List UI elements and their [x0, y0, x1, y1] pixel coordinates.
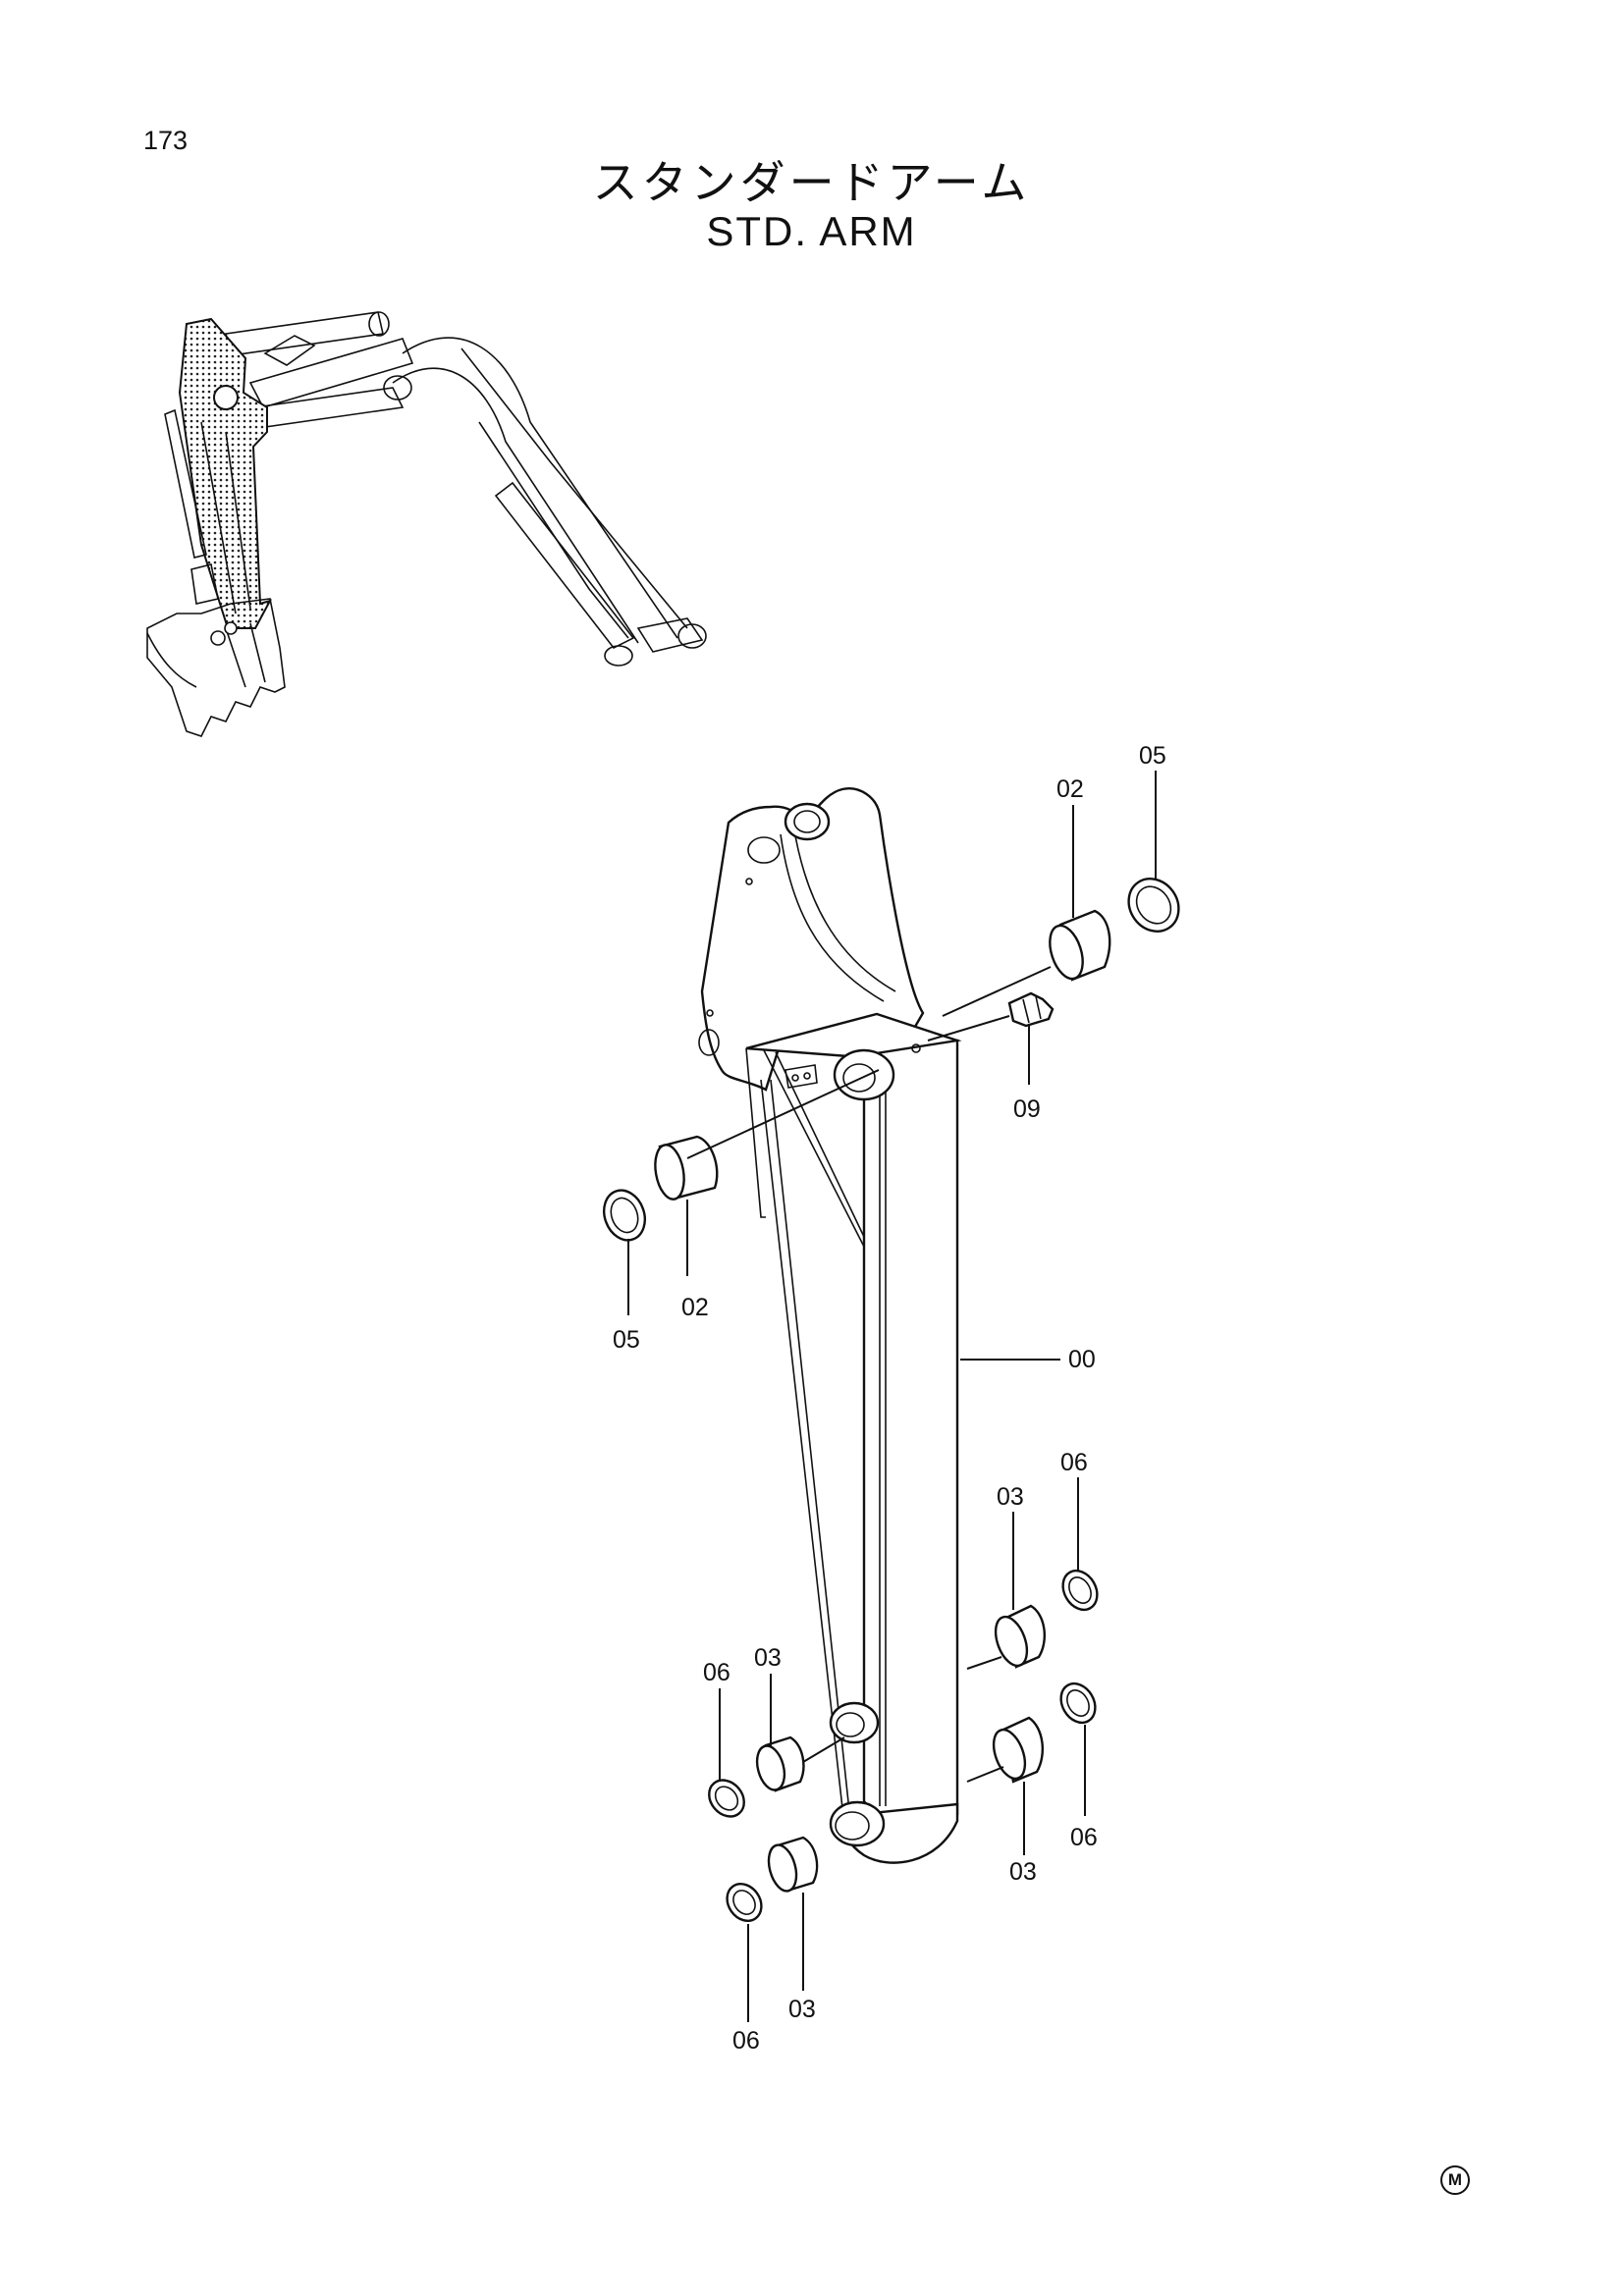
label-05: 05 — [1139, 742, 1166, 770]
bushing-03-right-lower — [992, 1716, 1044, 1784]
excavator-front-overview — [146, 311, 707, 737]
label-00: 00 — [1068, 1346, 1096, 1373]
label-06: 06 — [703, 1659, 730, 1686]
label-06: 06 — [732, 2027, 760, 2055]
arm-body — [698, 787, 962, 1864]
seal-06-right-upper — [1061, 1569, 1099, 1612]
seal-05-upper — [1127, 878, 1180, 933]
label-03: 03 — [997, 1483, 1024, 1511]
page-number: 173 — [143, 126, 189, 155]
seal-05-lower — [603, 1189, 646, 1242]
label-06: 06 — [1060, 1449, 1088, 1476]
corner-m-mark: M — [1440, 2165, 1470, 2195]
seal-06-right-lower — [1059, 1682, 1097, 1725]
bushing-02-lower — [654, 1135, 719, 1201]
label-05: 05 — [613, 1326, 640, 1354]
seal-06-left-upper — [708, 1779, 745, 1818]
label-09: 09 — [1013, 1095, 1041, 1123]
label-03: 03 — [788, 1996, 816, 2023]
bushing-03-left-lower — [767, 1836, 819, 1893]
grease-nipple-09 — [1007, 991, 1055, 1028]
leader-lines — [627, 771, 1157, 2022]
label-02: 02 — [1056, 775, 1084, 803]
bushing-03-left-upper — [755, 1735, 805, 1792]
title-japanese: スタンダードアーム — [592, 156, 1031, 209]
seal-06-left-lower — [726, 1883, 763, 1922]
label-06: 06 — [1070, 1824, 1098, 1851]
label-03: 03 — [754, 1644, 782, 1672]
bushing-03-right-upper — [994, 1604, 1047, 1669]
bushing-02-upper — [1049, 909, 1111, 982]
label-03: 03 — [1009, 1858, 1037, 1886]
label-02: 02 — [681, 1294, 709, 1321]
title-english: STD. ARM — [706, 208, 917, 254]
